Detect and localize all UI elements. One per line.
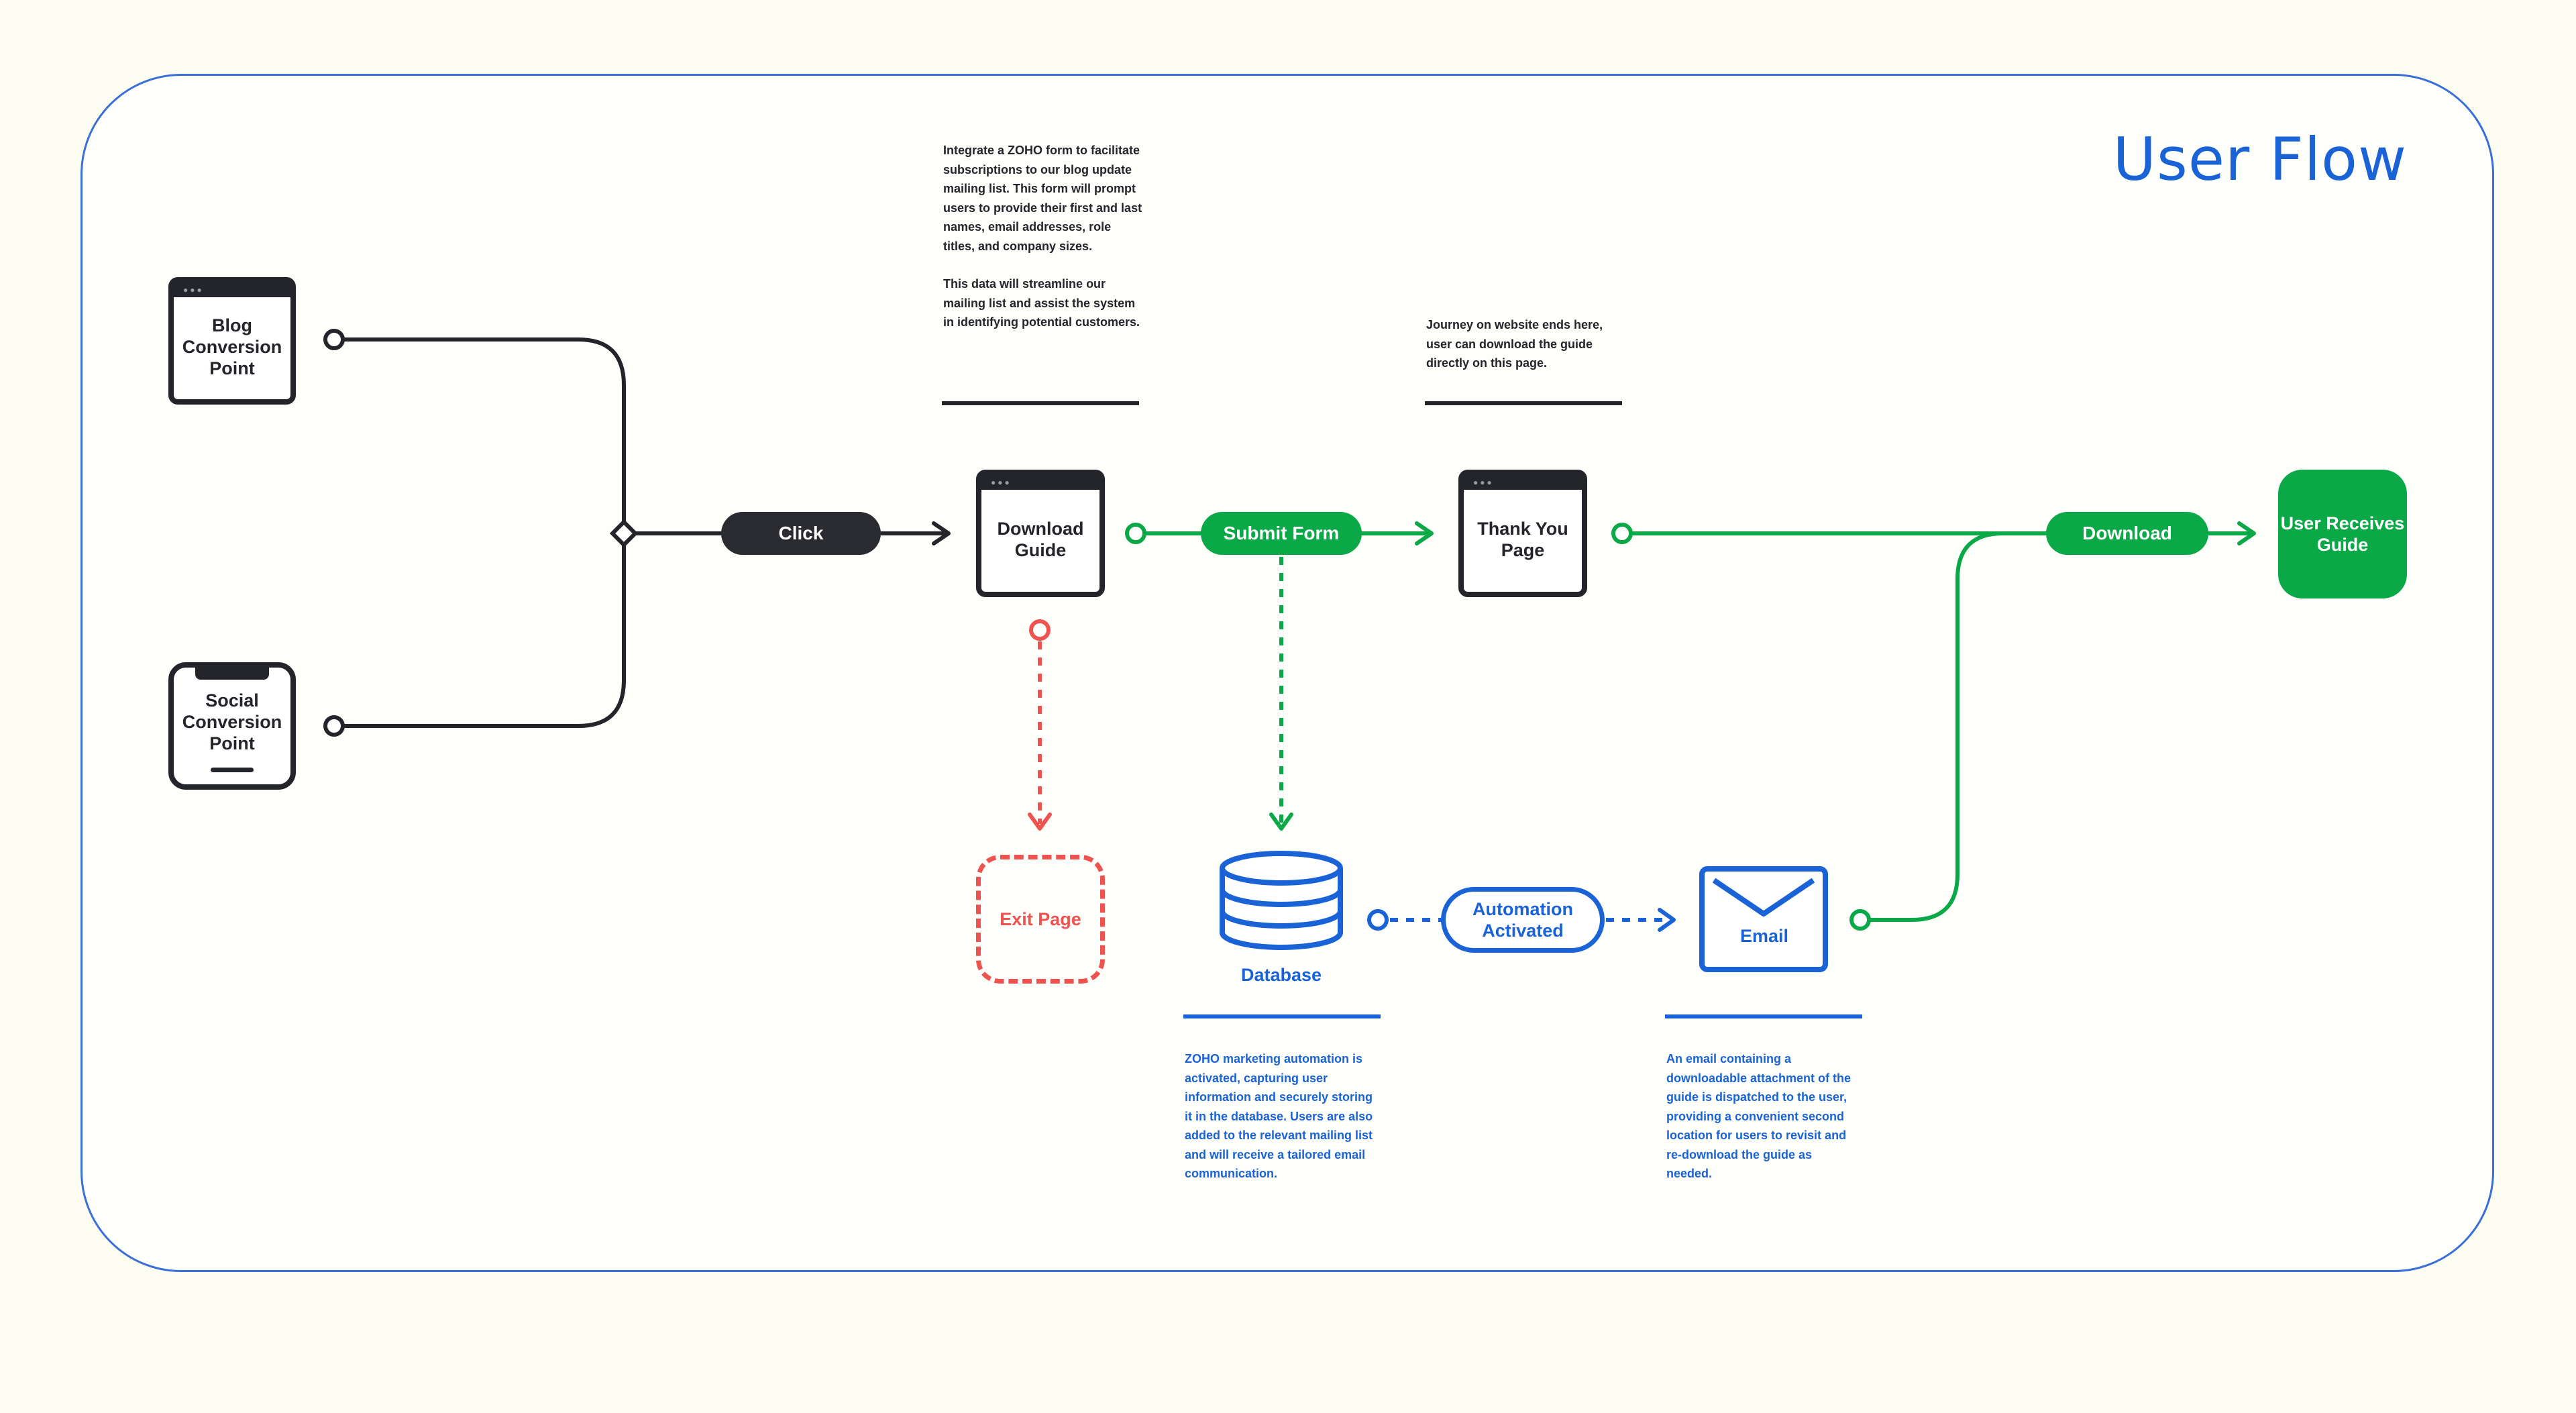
node-label: Social Conversion Point xyxy=(182,690,282,753)
thank-you-page[interactable]: ●●● Thank You Page xyxy=(1458,470,1587,597)
window-titlebar xyxy=(174,282,290,297)
download-action[interactable]: Download xyxy=(2046,512,2208,555)
diagram-frame xyxy=(80,74,2494,1272)
form-note-paragraph: Integrate a ZOHO form to facilitate subs… xyxy=(943,144,1142,253)
arrowhead-icon xyxy=(932,521,951,545)
main-flow-connectors xyxy=(1146,531,2253,922)
exit-page[interactable]: Exit Page xyxy=(976,855,1105,984)
diamond-junction-icon xyxy=(609,519,639,548)
blog-conversion-point[interactable]: ●●● Blog Conversion Point xyxy=(168,277,296,405)
window-dots-icon: ●●● xyxy=(1473,478,1494,487)
form-note-paragraph: This data will streamline our mailing li… xyxy=(943,277,1140,329)
email-note-paragraph: An email containing a downloadable attac… xyxy=(1666,1052,1851,1180)
user-receives-guide: User Receives Guide xyxy=(2278,470,2407,598)
click-action[interactable]: Click xyxy=(721,512,881,555)
node-label: Blog Conversion Point xyxy=(182,315,282,378)
node-label: Thank You Page xyxy=(1477,519,1568,560)
page-title: User Flow xyxy=(2112,125,2407,194)
arrowhead-icon xyxy=(1269,813,1293,831)
window-titlebar xyxy=(1464,475,1582,490)
connector-dot-icon xyxy=(1611,523,1633,544)
submit-form-action[interactable]: Submit Form xyxy=(1201,512,1362,555)
email-label: Email xyxy=(1739,926,1789,946)
connector-dot-icon xyxy=(1367,909,1389,931)
thank-you-note-divider xyxy=(1425,401,1622,405)
envelope-icon xyxy=(1699,866,1828,972)
database-icon xyxy=(1220,851,1343,950)
form-note-divider xyxy=(942,401,1139,405)
phone-home-bar-icon xyxy=(211,768,254,772)
connector-dot-icon xyxy=(1029,619,1051,641)
phone-notch-icon xyxy=(195,668,269,680)
window-dots-icon: ●●● xyxy=(183,285,204,295)
arrowhead-icon xyxy=(1028,813,1052,831)
thank-you-note-paragraph: Journey on website ends here, user can d… xyxy=(1426,318,1603,370)
automation-activated: Automation Activated xyxy=(1441,887,1605,953)
thank-you-note: Journey on website ends here, user can d… xyxy=(1426,315,1627,373)
blog-connector-line xyxy=(343,337,626,728)
connector-dot-icon xyxy=(1125,523,1146,544)
connector-dot-icon xyxy=(1849,909,1871,931)
window-dots-icon: ●●● xyxy=(991,478,1012,487)
database-note-paragraph: ZOHO marketing automation is activated, … xyxy=(1185,1052,1373,1180)
form-note: Integrate a ZOHO form to facilitate subs… xyxy=(943,141,1144,332)
database-note: ZOHO marketing automation is activated, … xyxy=(1185,1049,1379,1184)
node-label: Download Guide xyxy=(997,519,1084,560)
database-label: Database xyxy=(1240,965,1322,985)
database-note-divider xyxy=(1183,1014,1381,1018)
window-titlebar xyxy=(981,475,1099,490)
arrowhead-icon xyxy=(1658,908,1676,932)
email-note-divider xyxy=(1665,1014,1862,1018)
connector-dot-icon xyxy=(323,329,345,350)
download-guide-page[interactable]: ●●● Download Guide xyxy=(976,470,1105,597)
email-note: An email containing a downloadable attac… xyxy=(1666,1049,1861,1184)
arrowhead-icon xyxy=(1415,521,1434,545)
social-conversion-point[interactable]: Social Conversion Point xyxy=(168,662,296,790)
email-to-download-line xyxy=(1869,531,2047,922)
arrowhead-icon xyxy=(2237,521,2256,545)
connector-dot-icon xyxy=(323,715,345,737)
